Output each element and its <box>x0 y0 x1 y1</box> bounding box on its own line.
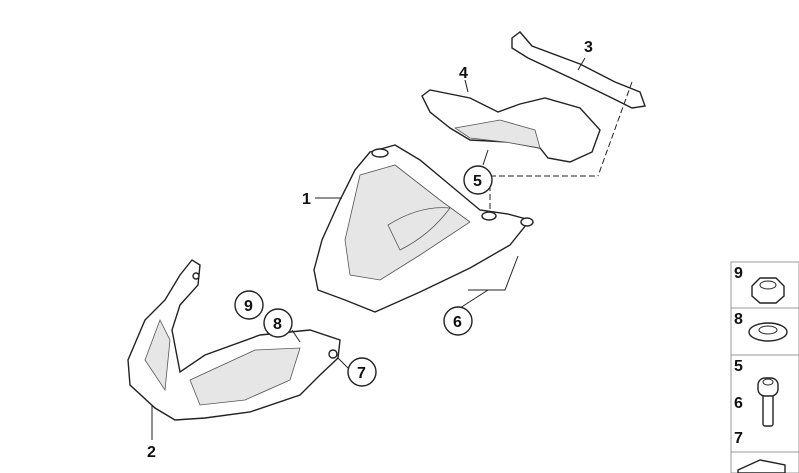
svg-text:9: 9 <box>244 298 253 315</box>
legend-row-screw: 5 6 7 <box>734 358 779 447</box>
callout-4: 4 <box>459 65 468 82</box>
callout-3: 3 <box>584 39 593 56</box>
svg-text:5: 5 <box>734 358 743 375</box>
svg-text:5: 5 <box>473 173 482 190</box>
legend-row-washer: 8 <box>734 311 788 342</box>
part-4-mount-plate <box>421 79 601 166</box>
callout-8: 8 <box>263 308 293 338</box>
callout-2: 2 <box>147 444 156 461</box>
svg-text:6: 6 <box>453 314 462 331</box>
washer-icon <box>748 322 788 342</box>
legend-row-nut: 9 <box>734 265 785 304</box>
callout-1: 1 <box>302 191 311 208</box>
svg-text:8: 8 <box>734 311 743 328</box>
svg-text:6: 6 <box>734 395 743 412</box>
part-3-bracket <box>511 31 646 177</box>
svg-text:9: 9 <box>734 265 743 282</box>
part-1-fairing <box>313 144 598 313</box>
nut-icon <box>751 277 785 304</box>
screw-icon <box>757 377 779 427</box>
part-2-lower-cover <box>127 259 349 440</box>
callout-9: 9 <box>234 290 264 320</box>
callout-6: 6 <box>443 306 473 336</box>
svg-text:7: 7 <box>357 365 366 382</box>
callout-5: 5 <box>463 165 493 195</box>
hardware-legend: 9 8 5 6 7 <box>730 261 799 473</box>
callout-7: 7 <box>347 357 377 387</box>
svg-text:8: 8 <box>273 316 282 333</box>
svg-text:7: 7 <box>734 430 743 447</box>
